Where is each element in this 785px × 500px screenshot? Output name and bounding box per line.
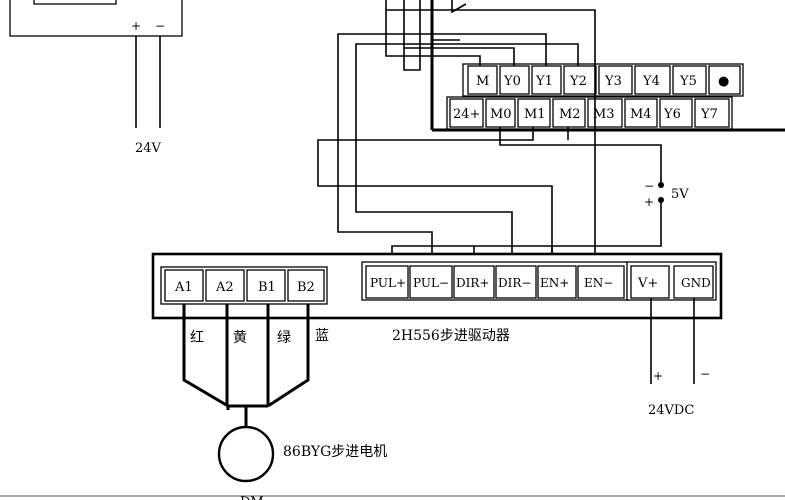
plc-label-M0: M0 bbox=[490, 107, 512, 122]
supply-24vdc-plus-label: + bbox=[653, 369, 663, 383]
plc-terminal-M2 bbox=[552, 98, 586, 128]
plc-label-dot: ● bbox=[718, 74, 729, 89]
power-supply-24v: + − 24V bbox=[9, 0, 183, 156]
plc: M Y0 Y1 Y2 Y3 Y4 Y5 ● 24+ M0 M1 M2 M3 M4… bbox=[430, 0, 785, 132]
driver-power-terminal-block: V+ GND bbox=[626, 261, 717, 301]
driver-label-B2: B2 bbox=[297, 280, 315, 295]
plc-terminal-M4 bbox=[624, 98, 658, 128]
supply-5v-plus-dot bbox=[658, 197, 664, 203]
plc-terminal-dot bbox=[708, 65, 741, 95]
supply-5v: − + 5V bbox=[644, 179, 689, 209]
driver-terminal-A1 bbox=[164, 269, 204, 302]
driver-terminal-DIR-minus bbox=[495, 265, 537, 299]
driver-control-terminal-block: PUL+ PUL− DIR+ DIR− EN+ EN− bbox=[361, 261, 629, 301]
power-supply-box bbox=[9, 0, 183, 37]
driver-label-EN-minus: EN− bbox=[584, 276, 613, 290]
plc-terminal-row-bottom: 24+ M0 M1 M2 M3 M4 Y6 Y7 bbox=[446, 96, 733, 130]
plc-label-M: M bbox=[476, 74, 489, 89]
driver-label-DIR-plus: DIR+ bbox=[456, 276, 489, 290]
driver-terminal-EN-plus bbox=[537, 265, 577, 299]
plc-label-M2: M2 bbox=[559, 107, 581, 122]
driver-label-DIR-minus: DIR− bbox=[498, 276, 531, 290]
plc-label-Y6: Y6 bbox=[663, 107, 681, 122]
plc-label-Y3: Y3 bbox=[604, 74, 622, 89]
driver-terminal-PUL-minus bbox=[409, 265, 453, 299]
driver-label-GND: GND bbox=[681, 276, 711, 290]
plc-label-Y2: Y2 bbox=[569, 74, 587, 89]
plc-label-24plus: 24+ bbox=[453, 107, 480, 122]
plc-top-mark bbox=[451, 0, 467, 14]
wire-color-labels: 红 黄 绿 蓝 bbox=[190, 328, 329, 346]
plc-terminal-M1 bbox=[517, 98, 551, 128]
driver-label-A2: A2 bbox=[215, 280, 234, 295]
driver-label-A1: A1 bbox=[174, 280, 193, 295]
plc-terminal-Y7 bbox=[694, 98, 730, 128]
driver-terminal-DIR-plus bbox=[453, 265, 495, 299]
motor-wire-B2 bbox=[267, 304, 310, 408]
motor-wiring bbox=[182, 304, 310, 427]
supply-24vdc-voltage-label: 24VDC bbox=[648, 403, 694, 418]
plc-terminal-24plus bbox=[449, 98, 484, 128]
driver-terminal-B2 bbox=[287, 269, 325, 302]
supply-5v-minus-dot bbox=[658, 182, 664, 188]
plc-terminal-M bbox=[467, 65, 498, 95]
supply-5v-minus-label: − bbox=[644, 179, 654, 193]
supply-24vdc-minus-label: − bbox=[700, 367, 710, 381]
wire-M-to-EN-minus bbox=[385, 0, 596, 262]
driver-terminal-B1 bbox=[246, 269, 286, 302]
plc-label-Y7: Y7 bbox=[700, 107, 718, 122]
supply-5v-plus-label: + bbox=[644, 195, 654, 209]
driver-motor-terminal-block: A1 A2 B1 B2 bbox=[160, 266, 328, 305]
driver-terminal-Vplus bbox=[630, 265, 670, 299]
stepper-driver: A1 A2 B1 B2 PUL+ PUL− DIR+ DIR− EN+ EN− … bbox=[151, 252, 723, 344]
motor-symbol-label: DM bbox=[240, 495, 264, 500]
plc-label-Y4: Y4 bbox=[642, 74, 660, 89]
plc-terminal-row-top: M Y0 Y1 Y2 Y3 Y4 Y5 ● bbox=[462, 63, 744, 97]
stepper-motor: 86BYG步进电机 DM bbox=[217, 425, 387, 500]
wire-color-green: 绿 bbox=[277, 330, 291, 346]
driver-label-PUL-minus: PUL− bbox=[413, 276, 449, 290]
wire-color-blue: 蓝 bbox=[315, 328, 329, 344]
driver-name-label: 2H556步进驱动器 bbox=[392, 328, 510, 344]
wire-M0-to-5v bbox=[499, 127, 662, 185]
plc-label-Y5: Y5 bbox=[679, 74, 697, 89]
wire-Y1-to-PUL-minus bbox=[337, 33, 547, 262]
wire-M1-to-DIR-plus bbox=[317, 127, 553, 262]
plc-terminal-Y2 bbox=[563, 65, 597, 95]
power-supply-voltage-label: 24V bbox=[135, 141, 162, 156]
driver-label-PUL-plus: PUL+ bbox=[370, 276, 406, 290]
motor-name-label: 86BYG步进电机 bbox=[283, 444, 387, 460]
driver-label-Vplus: V+ bbox=[637, 276, 658, 291]
driver-label-EN-plus: EN+ bbox=[540, 276, 569, 290]
plc-terminal-Y5 bbox=[672, 65, 707, 95]
plc-label-Y0: Y0 bbox=[503, 74, 521, 89]
motor-wire-A1 bbox=[182, 304, 230, 410]
plc-terminal-M0 bbox=[485, 98, 516, 128]
supply-5v-voltage-label: 5V bbox=[671, 187, 689, 202]
plc-terminal-M3 bbox=[587, 98, 623, 128]
plc-label-M3: M3 bbox=[593, 107, 615, 122]
wire-Y0-to-PUL-minus bbox=[403, 0, 515, 71]
motor-symbol-circle bbox=[217, 425, 275, 483]
power-supply-display bbox=[33, 0, 117, 5]
plc-terminal-Y4 bbox=[634, 65, 671, 95]
wire-Y2-to-DIR-minus bbox=[355, 43, 579, 262]
driver-terminal-PUL-plus bbox=[365, 265, 409, 299]
driver-terminal-A2 bbox=[205, 269, 245, 302]
driver-terminal-EN-minus bbox=[577, 265, 625, 299]
wire-color-yellow: 黄 bbox=[233, 329, 247, 346]
plc-terminal-Y3 bbox=[598, 65, 633, 95]
supply-24vdc: + − 24VDC bbox=[648, 298, 710, 418]
plc-terminal-Y0 bbox=[499, 65, 530, 95]
plc-label-Y1: Y1 bbox=[535, 74, 553, 89]
driver-label-B1: B1 bbox=[258, 280, 276, 295]
plc-label-M1: M1 bbox=[524, 107, 546, 122]
plc-terminal-Y1 bbox=[531, 65, 562, 95]
power-supply-minus-label: − bbox=[155, 19, 165, 33]
plc-label-M4: M4 bbox=[630, 107, 652, 122]
power-supply-plus-label: + bbox=[131, 19, 141, 33]
plc-terminal-Y6 bbox=[659, 98, 693, 128]
wire-color-red: 红 bbox=[190, 330, 204, 346]
